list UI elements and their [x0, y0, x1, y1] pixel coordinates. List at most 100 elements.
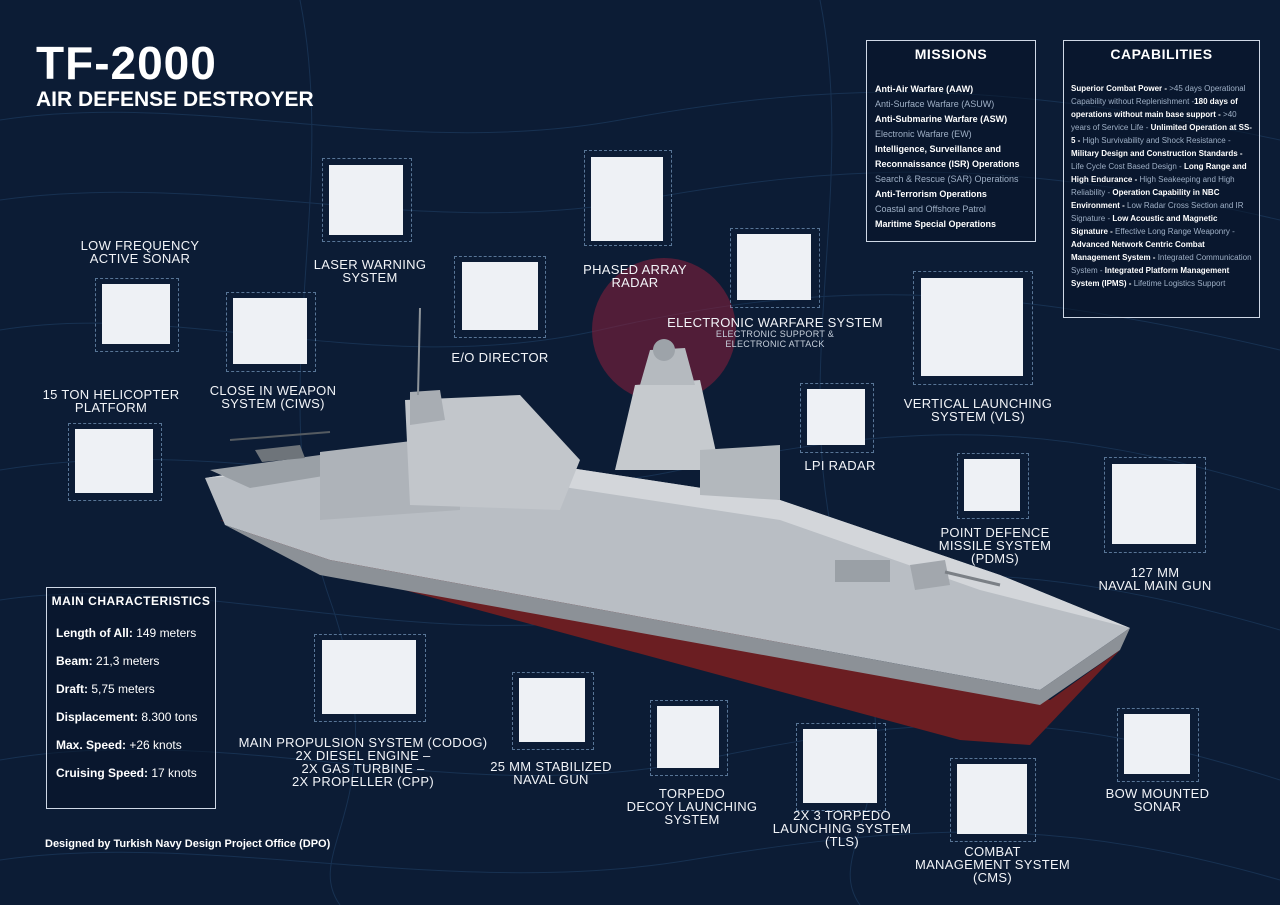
capability-segment: Superior Combat Power - — [1071, 84, 1170, 93]
missions-title: MISSIONS — [914, 46, 988, 62]
characteristic-row: Length of All: 149 meters — [56, 626, 196, 640]
tls-frame — [796, 723, 886, 811]
propulsion-label: MAIN PROPULSION SYSTEM (CODOG) 2X DIESEL… — [228, 736, 498, 788]
gun25-frame — [512, 672, 594, 750]
page-title: TF-2000 — [36, 37, 217, 89]
label-line: POINT DEFENCE — [940, 525, 1050, 540]
ciws-frame — [226, 292, 316, 372]
decoy-frame — [650, 700, 728, 776]
capability-segment: >40 years of Service Life - — [1071, 110, 1237, 132]
mission-item: Coastal and Offshore Patrol — [875, 204, 986, 214]
footer-credit: Designed by Turkish Navy Design Project … — [45, 838, 331, 850]
label-line: 127 MM — [1130, 565, 1180, 580]
label-line: ACTIVE SONAR — [89, 251, 191, 266]
cms-image — [957, 764, 1027, 834]
lpi-image — [807, 389, 865, 445]
capabilities-panel: CAPABILITIES Superior Combat Power - >45… — [1063, 40, 1260, 318]
capability-segment: High Survivability and Shock Resistance … — [1082, 136, 1231, 145]
characteristic-value: 17 knots — [148, 766, 197, 780]
torpedo-decoy-label: TORPEDO DECOY LAUNCHING SYSTEM — [617, 787, 767, 826]
vls-frame — [913, 271, 1033, 385]
capability-segment: Low Radar Cross Section and IR Signature… — [1071, 201, 1244, 223]
heli-label: 15 TON HELICOPTER PLATFORM — [26, 388, 196, 414]
label-line: MAIN PROPULSION SYSTEM (CODOG) — [238, 735, 488, 750]
decoy-image — [657, 706, 719, 768]
main-characteristics-panel: MAIN CHARACTERISTICS Length of All: 149 … — [46, 587, 216, 809]
mission-item: Maritime Special Operations — [875, 219, 997, 229]
lpi-label: LPI RADAR — [790, 459, 890, 472]
label-line: PHASED ARRAY — [583, 262, 687, 277]
mission-item: Anti-Submarine Warfare (ASW) — [875, 114, 1008, 124]
ciws-image — [233, 298, 307, 364]
gun25-image — [519, 678, 585, 742]
radar-image — [591, 157, 663, 241]
propulsion-image — [322, 640, 416, 714]
eo-image — [462, 262, 538, 330]
cms-frame — [950, 758, 1036, 842]
characteristic-label: Cruising Speed: — [56, 766, 149, 780]
label-line: LPI RADAR — [804, 458, 876, 473]
ew-image — [737, 234, 811, 300]
label-line: CLOSE IN WEAPON — [209, 383, 337, 398]
watermark-logo — [592, 258, 736, 402]
mission-item: Anti-Surface Warfare (ASUW) — [875, 99, 995, 109]
eo-frame — [454, 256, 546, 338]
label-line: 2X 3 TORPEDO — [793, 808, 891, 823]
label-line: 2X DIESEL ENGINE – — [295, 748, 431, 763]
laser-label: LASER WARNING SYSTEM — [290, 258, 450, 284]
heli-frame — [68, 423, 162, 501]
gun127-frame — [1104, 457, 1206, 553]
characteristic-value: 149 meters — [132, 626, 197, 640]
capability-segment: Low Acoustic and Magnetic Signature - — [1071, 214, 1218, 236]
label-line: SYSTEM — [664, 812, 720, 827]
label-line: SYSTEM (CIWS) — [221, 396, 325, 411]
label-line: COMBAT — [964, 844, 1021, 859]
characteristic-label: Draft: — [56, 682, 88, 696]
heli-image — [75, 429, 153, 493]
label-line: NAVAL MAIN GUN — [1098, 578, 1212, 593]
vls-image — [921, 278, 1023, 376]
characteristic-value: +26 knots — [126, 738, 182, 752]
label-line: NAVAL GUN — [513, 772, 589, 787]
label-line: MISSILE SYSTEM — [938, 538, 1052, 553]
cms-label: COMBAT MANAGEMENT SYSTEM (CMS) — [905, 845, 1080, 884]
label-line: DECOY LAUNCHING — [626, 799, 758, 814]
gun25-label: 25 MM STABILIZED NAVAL GUN — [476, 760, 626, 786]
label-line: LASER WARNING — [313, 257, 427, 272]
propulsion-frame — [314, 634, 426, 722]
radar-frame — [584, 150, 672, 246]
characteristic-label: Beam: — [56, 654, 93, 668]
label-line: BOW MOUNTED — [1105, 786, 1210, 801]
label-subline: ELECTRONIC SUPPORT & — [715, 329, 835, 339]
capabilities-text: Superior Combat Power - >45 days Operati… — [1071, 82, 1253, 290]
mission-item: Electronic Warfare (EW) — [875, 129, 972, 139]
label-subline: ELECTRONIC ATTACK — [725, 339, 825, 349]
label-line: LAUNCHING SYSTEM — [772, 821, 912, 836]
characteristic-label: Length of All: — [56, 626, 133, 640]
capability-segment: Advanced Network Centric Combat Manageme… — [1071, 240, 1205, 262]
bow-sonar-label: BOW MOUNTED SONAR — [1085, 787, 1230, 813]
missions-panel: MISSIONS Anti-Air Warfare (AAW) Anti-Sur… — [866, 40, 1036, 242]
label-line: PLATFORM — [74, 400, 148, 415]
gun127-image — [1112, 464, 1196, 544]
capability-segment: Effective Long Range Weaponry - — [1115, 227, 1235, 236]
pdms-image — [964, 459, 1020, 511]
ew-label: ELECTRONIC WARFARE SYSTEM ELECTRONIC SUP… — [660, 316, 890, 349]
label-line: TORPEDO — [658, 786, 726, 801]
mission-item: Reconnaissance (ISR) Operations — [875, 159, 1020, 169]
mission-item: Intelligence, Surveillance and — [875, 144, 1002, 154]
bow-sonar-frame — [1117, 708, 1199, 782]
label-line: 15 TON HELICOPTER — [42, 387, 180, 402]
bow-sonar-image — [1124, 714, 1190, 774]
ew-frame — [730, 228, 820, 308]
mission-item: Anti-Terrorism Operations — [875, 189, 987, 199]
eo-label: E/O DIRECTOR — [430, 351, 570, 364]
capability-segment: Integrated Platform Management System (I… — [1071, 266, 1230, 288]
characteristic-row: Displacement: 8.300 tons — [56, 710, 197, 724]
capability-segment: 180 days of operations without main base… — [1071, 97, 1238, 119]
missions-list: Anti-Air Warfare (AAW) Anti-Surface Warf… — [875, 82, 1035, 232]
radar-label: PHASED ARRAY RADAR — [560, 263, 710, 289]
characteristic-value: 5,75 meters — [88, 682, 155, 696]
label-line: (PDMS) — [970, 551, 1020, 566]
